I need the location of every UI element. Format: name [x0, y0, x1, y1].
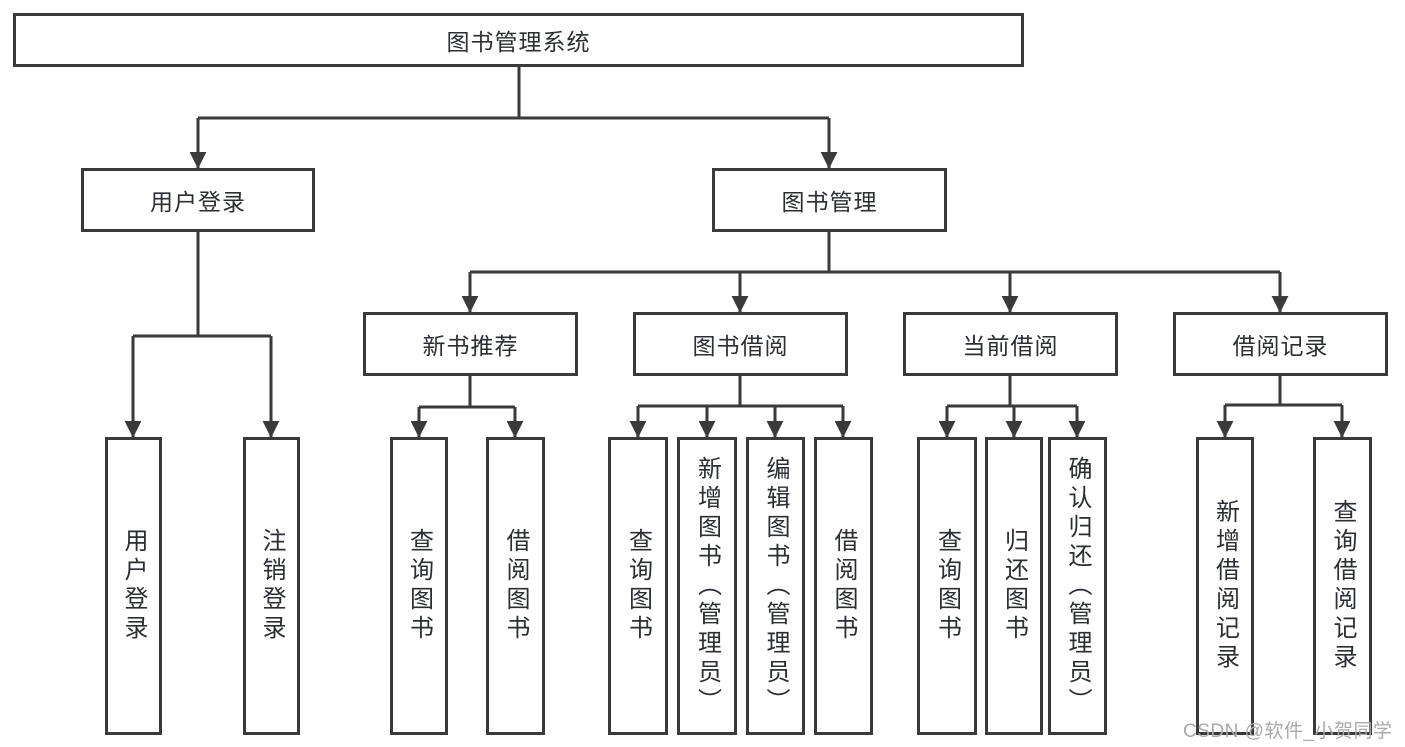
leaf-query-borrow-record: 查询借阅记录 — [1313, 437, 1372, 735]
leaf-borrow-books-1: 借阅图书 — [486, 437, 545, 735]
leaf-borrow-books-2: 借阅图书 — [814, 437, 873, 735]
leaf-user-login: 用户登录 — [105, 437, 162, 735]
leaf-add-book-admin: 新增图书（管理员） — [677, 437, 737, 735]
leaf-confirm-return-admin: 确认归还（管理员） — [1048, 437, 1107, 735]
leaf-return-books: 归还图书 — [985, 437, 1043, 735]
leaf-logout: 注销登录 — [243, 437, 300, 735]
leaf-edit-book-admin: 编辑图书（管理员） — [746, 437, 805, 735]
node-root: 图书管理系统 — [13, 13, 1024, 67]
node-book-management: 图书管理 — [712, 168, 947, 232]
leaf-query-books-1: 查询图书 — [390, 437, 448, 735]
leaf-query-books-3: 查询图书 — [917, 437, 977, 735]
node-new-book-recommend: 新书推荐 — [363, 312, 578, 376]
watermark: CSDN @软件_小贺同学 — [1183, 721, 1393, 742]
leaf-add-borrow-record: 新增借阅记录 — [1196, 437, 1254, 735]
node-current-borrowing: 当前借阅 — [903, 312, 1118, 376]
node-user-login: 用户登录 — [81, 168, 315, 232]
node-book-borrowing: 图书借阅 — [633, 312, 848, 376]
leaf-query-books-2: 查询图书 — [608, 437, 668, 735]
connector-trunks — [133, 67, 1342, 409]
node-borrowing-records: 借阅记录 — [1173, 312, 1388, 376]
connector-arrows — [124, 118, 1351, 438]
